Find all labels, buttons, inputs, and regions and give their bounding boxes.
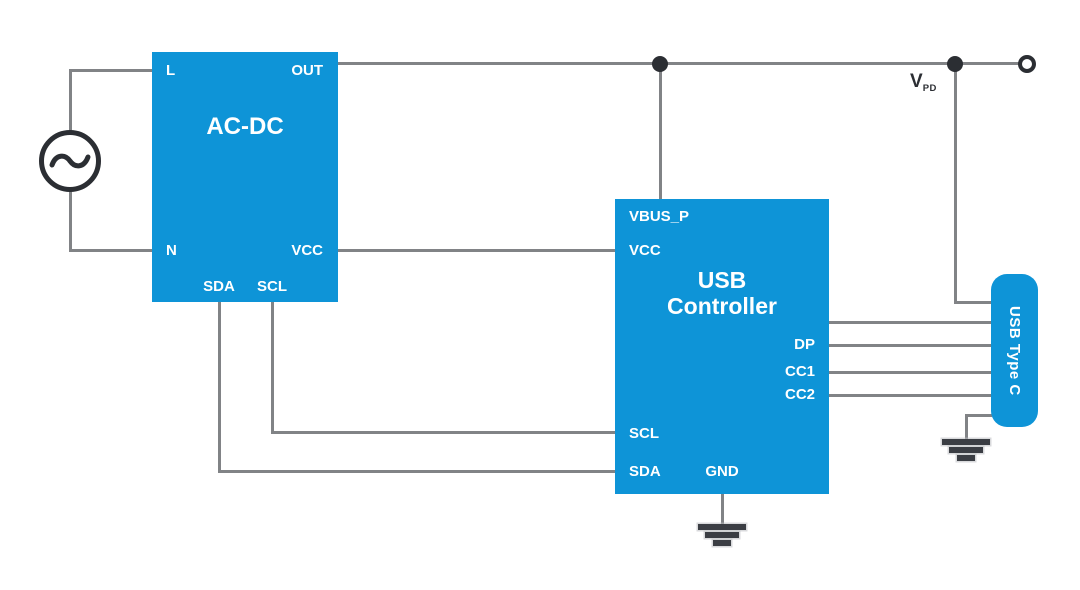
wire-vcc	[338, 248, 615, 252]
open-terminal-icon	[1018, 54, 1036, 73]
wire-ac-live-horizontal	[68, 68, 153, 72]
junction-dot-vpd	[947, 55, 963, 72]
controller-pin-gnd: GND	[705, 463, 739, 480]
vpd-label: VPD	[910, 71, 937, 94]
wire-scl-vertical	[270, 302, 274, 433]
acdc-pin-sda: SDA	[203, 278, 235, 295]
wire-vbus-drop	[658, 62, 662, 199]
controller-pin-vbus: VBUS_P	[629, 208, 690, 225]
vpd-label-main: V	[910, 71, 923, 92]
wire-typec-gnd-horizontal	[964, 414, 992, 417]
vpd-label-sub: PD	[922, 83, 937, 94]
controller-pin-cc1: CC1	[784, 363, 815, 380]
acdc-pin-n: N	[166, 242, 177, 259]
wire-cc2	[829, 394, 991, 397]
acdc-pin-scl: SCL	[257, 278, 287, 295]
acdc-block: AC-DC L OUT N VCC SDA SCL	[152, 52, 338, 302]
usb-type-c-label: USB Type C	[1006, 305, 1023, 396]
wire-usb-top	[829, 321, 991, 324]
controller-pin-vcc: VCC	[629, 242, 661, 259]
wire-ac-live-vertical	[68, 68, 72, 131]
usb-controller-block: USB Controller VBUS_P VCC DP CC1 CC2 SCL…	[615, 199, 829, 494]
ground-bar	[957, 455, 975, 461]
controller-pin-sda: SDA	[629, 463, 661, 480]
controller-pin-cc2: CC2	[784, 386, 815, 403]
wire-vpd-drop	[953, 62, 957, 304]
wire-out-rail	[338, 62, 1027, 65]
wire-controller-gnd	[720, 494, 724, 524]
wire-cc1	[829, 371, 991, 374]
acdc-pin-l: L	[166, 62, 176, 79]
wire-scl-horizontal	[270, 430, 616, 434]
usb-controller-title-line1: USB	[697, 267, 747, 293]
usb-type-c-connector: USB Type C	[991, 274, 1038, 427]
wire-sda-vertical	[217, 302, 221, 472]
acdc-pin-out: OUT	[291, 62, 323, 79]
wire-vpd-elbow	[953, 300, 992, 304]
wire-ac-neutral-horizontal	[68, 248, 153, 252]
wire-typec-gnd-vertical	[964, 414, 968, 440]
controller-pin-dp: DP	[794, 336, 815, 353]
usb-controller-title-line2: Controller	[667, 293, 777, 319]
ground-bar	[705, 532, 739, 538]
ground-bar	[713, 540, 731, 546]
controller-pin-scl: SCL	[629, 425, 659, 442]
junction-dot-vbus	[652, 55, 668, 72]
wire-dp	[829, 344, 991, 347]
ground-bar	[949, 447, 983, 453]
ac-source-icon	[39, 130, 101, 192]
acdc-pin-vcc: VCC	[291, 242, 323, 259]
wire-sda-horizontal	[217, 469, 616, 473]
wire-ac-neutral-vertical	[68, 191, 72, 250]
ground-bar	[942, 439, 990, 445]
usb-controller-title: USB Controller	[615, 267, 829, 319]
ground-bar	[698, 524, 746, 530]
acdc-title: AC-DC	[206, 113, 284, 140]
